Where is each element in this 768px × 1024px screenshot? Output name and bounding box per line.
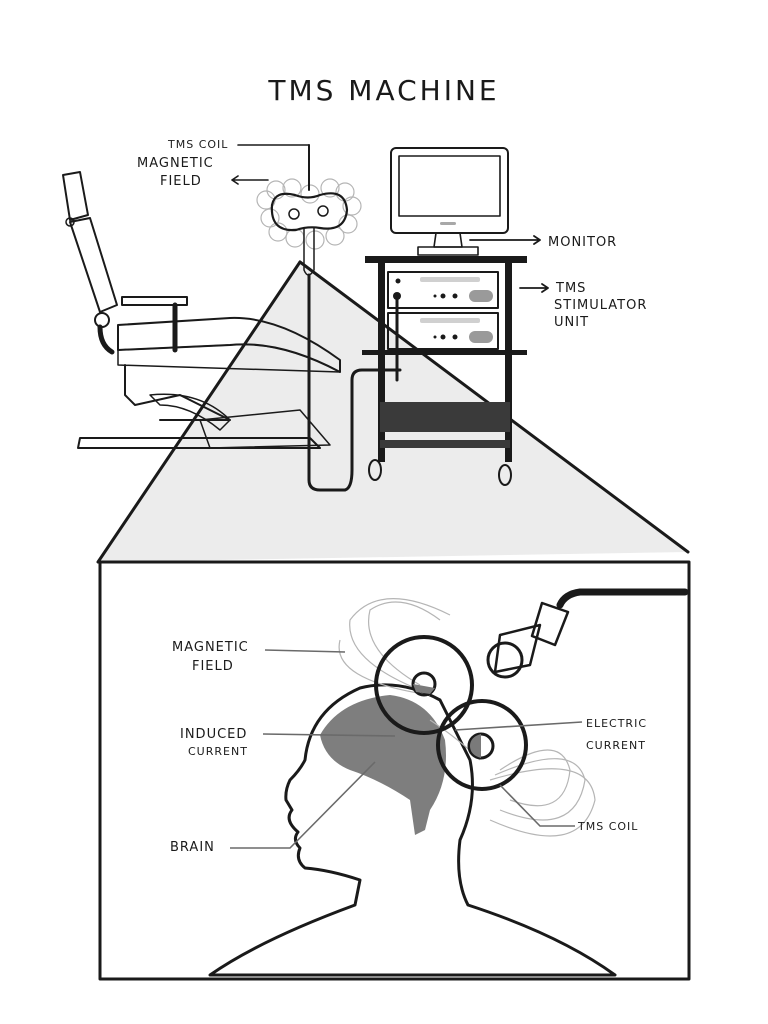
label-tms-coil: TMS COIL [577,820,638,833]
label-magnetic-field-2: FIELD [192,659,234,674]
detail-panel [98,560,691,981]
label-magnetic-field-top-2: FIELD [160,174,202,189]
label-tms-coil-top: TMS COIL [167,138,228,151]
label-monitor: MONITOR [548,235,617,250]
leader-tms-coil [499,784,575,827]
tms-coil-large [374,588,689,791]
leader-brain [230,761,376,849]
label-induced-current-2: CURRENT [188,745,248,758]
label-stimulator-1: TMS [555,281,586,296]
label-magnetic-field-1: MAGNETIC [172,640,249,655]
label-electric-current-1: ELECTRIC [586,717,647,730]
arrow-monitor [469,235,541,245]
beam-edge-left [96,260,302,564]
arrow-magnetic-field-top [231,175,269,185]
label-brain: BRAIN [170,840,215,855]
label-stimulator-2: STIMULATOR [554,298,647,313]
tms-coil-small [256,178,402,492]
head-silhouette [208,683,617,977]
treatment-chair [62,171,341,449]
monitor [390,147,509,256]
label-electric-current-2: CURRENT [586,739,646,752]
leader-induced-current [262,733,396,737]
label-magnetic-field-top-1: MAGNETIC [137,156,214,171]
label-stimulator-3: UNIT [554,315,589,330]
leader-electric-current [454,721,583,731]
brain-shape [320,695,446,835]
leader-magnetic-field [264,649,346,653]
label-induced-current-1: INDUCED [180,727,247,742]
arrow-stimulator [519,283,549,293]
stimulator-cart [362,256,527,486]
page-title: TMS MACHINE [267,74,499,107]
